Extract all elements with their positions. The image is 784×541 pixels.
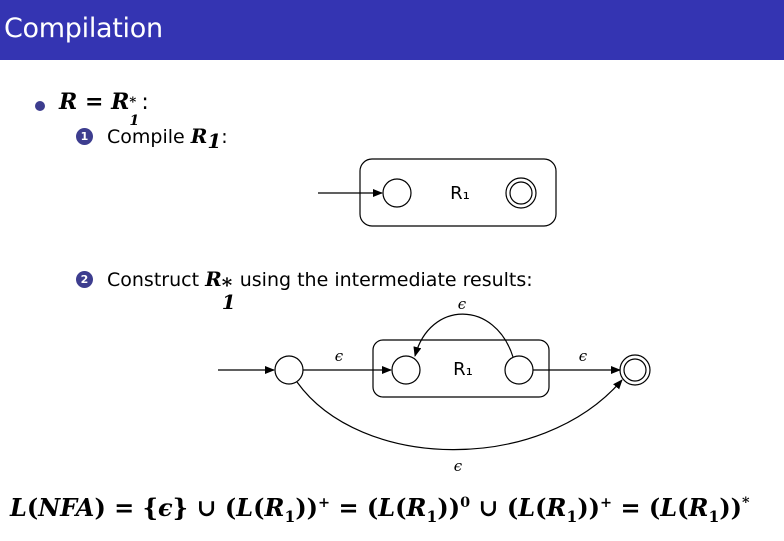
step-1-number: 1 <box>80 130 89 143</box>
formula-part: } ∪ ( <box>172 493 237 522</box>
formula-part: R <box>688 493 709 522</box>
slide-title: Compilation <box>4 13 163 44</box>
formula-part: L <box>378 493 396 522</box>
formula-part: L <box>660 493 678 522</box>
bullet-lhs: R <box>59 89 78 115</box>
step-2-math: R <box>205 267 222 291</box>
bullet-colon: : <box>141 90 149 115</box>
formula-part: L <box>518 493 536 522</box>
step-2-math-sub: 1 <box>221 290 236 314</box>
formula-part: L <box>10 493 27 522</box>
formula-part: R <box>546 493 567 522</box>
formula-part: = ( <box>612 493 661 522</box>
formula-part: ∪ ( <box>470 493 519 522</box>
diagram-2-epsilon-right: ϵ <box>579 347 588 365</box>
step-2-text: Construct R*1 using the intermediate res… <box>107 267 533 314</box>
formula-part: R <box>406 493 427 522</box>
diagram-2-loop-arrow <box>413 313 514 358</box>
formula-part: ϵ <box>158 493 173 522</box>
step-2-badge: 2 <box>76 271 93 288</box>
diagram-1-start-state <box>382 178 412 208</box>
step-1-badge: 1 <box>76 128 93 145</box>
formula-part: 1 <box>708 506 720 526</box>
bullet-rhs: R <box>111 89 130 115</box>
diagram-1-accept-state-inner <box>509 181 533 205</box>
formula-part: )) <box>577 493 601 522</box>
formula-part: )) <box>719 493 743 522</box>
step-1-math-sub: 1 <box>207 128 222 153</box>
diagram-2-new-start-state <box>274 355 304 385</box>
diagram-2-inner-end-state <box>504 355 534 385</box>
step-2-suffix: using the intermediate results: <box>233 269 533 291</box>
formula-part: ( <box>535 493 547 522</box>
diagram-2-accept-state-outer <box>619 354 651 386</box>
formula-part: 0 <box>460 494 471 511</box>
bullet-icon <box>35 101 45 111</box>
diagram-2: R₁ ϵ ϵ ϵ ϵ <box>218 295 651 475</box>
bullet-eq: = <box>77 89 112 115</box>
bullet-rhs-sup: * <box>129 95 137 110</box>
diagram-2-epsilon-bottom: ϵ <box>454 457 463 475</box>
formula-part: ) = { <box>94 493 159 522</box>
formula-part: )) <box>295 493 319 522</box>
bullet-heading: R = R*1: <box>59 89 149 129</box>
step-2-math-sup: * <box>221 273 233 297</box>
formula-part: NFA <box>38 493 95 522</box>
step-1-text: Compile R1: <box>107 124 228 153</box>
formula-part: * <box>742 494 750 511</box>
formula-part: 1 <box>566 506 578 526</box>
diagram-1-box-label: R₁ <box>450 183 470 204</box>
diagram-1: R₁ <box>318 158 557 227</box>
step-1-label: Compile <box>107 126 191 148</box>
formula-part: R <box>264 493 285 522</box>
formula-part: ( <box>26 493 39 522</box>
formula-part: = ( <box>330 493 379 522</box>
diagram-2-inner-start-state <box>391 355 421 385</box>
step-2-number: 2 <box>80 273 89 286</box>
bullet-rhs-sub: 1 <box>129 113 140 129</box>
step-1-suffix: : <box>221 126 228 148</box>
diagram-2-bypass-arrow <box>296 379 623 451</box>
formula-part: L <box>236 493 254 522</box>
formula-part: ( <box>395 493 407 522</box>
diagram-2-accept-state-inner <box>623 358 647 382</box>
formula-part: + <box>318 494 331 511</box>
formula-part: )) <box>437 493 461 522</box>
formula-part: ( <box>253 493 265 522</box>
step-1-math: R <box>190 124 208 148</box>
language-formula: L(NFA) = {ϵ} ∪ (L(R1))+ = (L(R1))0 ∪ (L(… <box>10 493 750 526</box>
formula-part: + <box>600 494 613 511</box>
diagram-2-epsilon-top: ϵ <box>458 295 467 313</box>
diagram-2-box <box>372 339 550 398</box>
step-2-label: Construct <box>107 269 206 291</box>
formula-part: ( <box>677 493 689 522</box>
diagram-2-box-label: R₁ <box>453 359 473 380</box>
diagram-1-accept-state-outer <box>505 177 537 209</box>
formula-part: 1 <box>426 506 438 526</box>
title-bar: Compilation <box>0 0 784 60</box>
formula-part: 1 <box>284 506 296 526</box>
diagram-2-epsilon-left: ϵ <box>335 347 344 365</box>
